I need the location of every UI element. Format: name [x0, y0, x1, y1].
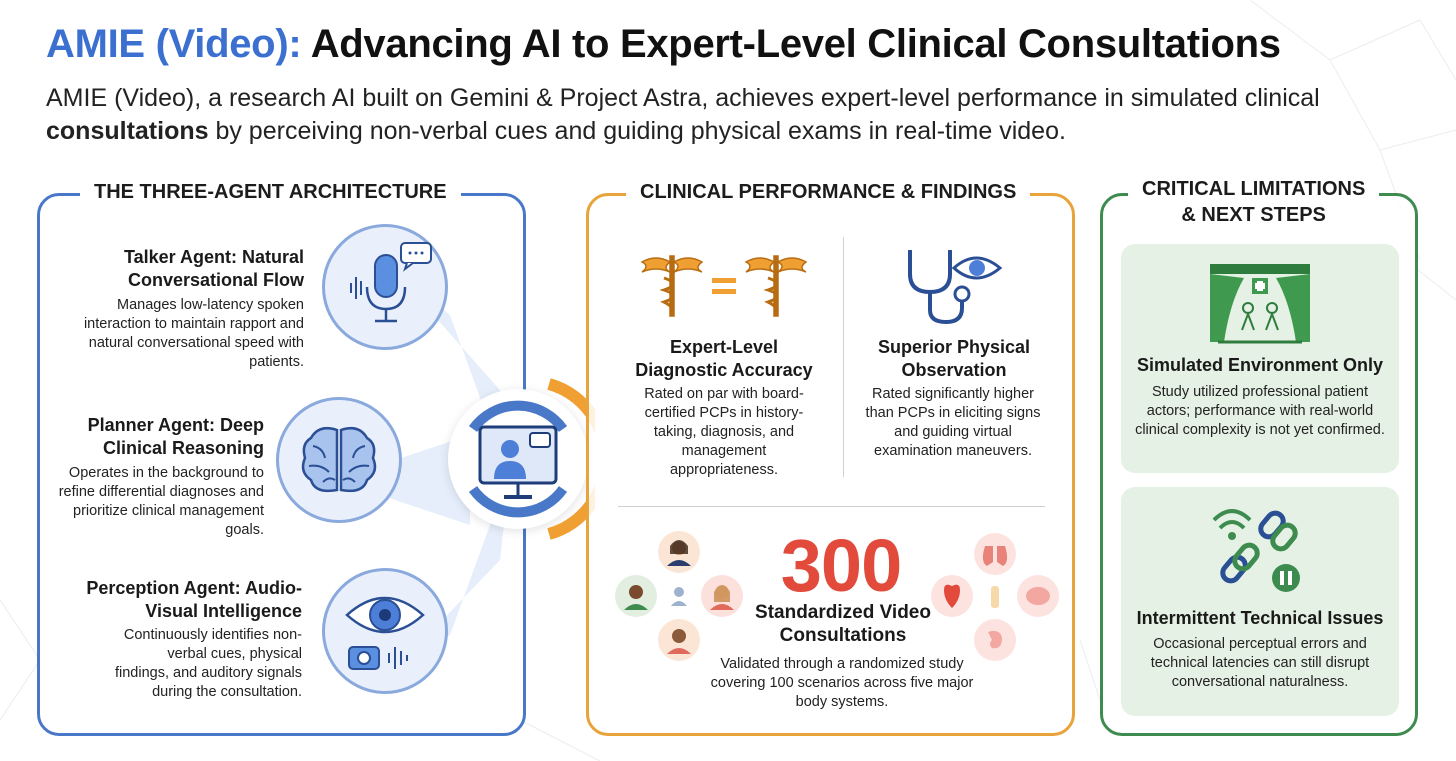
subtitle-bold: consultations [46, 117, 209, 145]
section-divider-horizontal [618, 506, 1045, 507]
microphone-icon [350, 242, 432, 323]
diagnostic-desc: Rated on par with board-certified PCPs i… [644, 386, 804, 478]
perception-agent-title: Perception Agent: Audio-Visual Intellige… [86, 578, 302, 621]
study-desc: Validated through a randomized study cov… [710, 656, 974, 710]
perception-agent-circle [322, 568, 448, 694]
eye-camera-icon [345, 596, 425, 670]
stethoscope-eye-icon [908, 250, 1003, 325]
subtitle-part2: by perceiving non-verbal cues and guidin… [208, 117, 1066, 145]
planner-agent-circle [276, 397, 402, 523]
technical-title: Intermittent Technical Issues [1136, 608, 1384, 628]
architecture-heading: THE THREE-AGENT ARCHITECTURE [80, 181, 461, 204]
brain-icon [301, 427, 377, 493]
physical-desc: Rated significantly higher than PCPs in … [865, 386, 1041, 459]
title-main: Advancing AI to Expert-Level Clinical Co… [310, 22, 1281, 66]
page-title: AMIE (Video): Advancing AI to Expert-Lev… [46, 22, 1281, 67]
patients-group-icon [615, 531, 743, 661]
diagnostic-title: Expert-Level Diagnostic Accuracy [635, 337, 813, 380]
central-hub [448, 389, 588, 529]
orange-hub-arc [547, 378, 595, 540]
limitations-heading: CRITICAL LIMITATIONS & NEXT STEPS [1128, 176, 1380, 228]
subtitle-part1: AMIE (Video), a research AI built on Gem… [46, 84, 1320, 112]
simulated-title: Simulated Environment Only [1136, 355, 1384, 375]
technical-desc: Occasional perceptual errors and technic… [1150, 636, 1370, 690]
page-subtitle: AMIE (Video), a research AI built on Gem… [46, 82, 1406, 148]
title-accent: AMIE (Video): [46, 22, 302, 66]
planner-agent-title: Planner Agent: Deep Clinical Reasoning [87, 415, 264, 458]
talker-agent-desc: Manages low-latency spoken interaction t… [83, 297, 304, 370]
section-divider-vertical [843, 237, 844, 477]
consultation-count: 300 [780, 524, 902, 607]
theater-stage-icon [1210, 264, 1310, 344]
planner-agent-desc: Operates in the background to refine dif… [58, 465, 264, 538]
talker-agent-title: Talker Agent: Natural Conversational Flo… [123, 247, 304, 290]
agent-connector-beams [380, 255, 510, 685]
video-monitor-icon [468, 400, 568, 518]
broken-link-icon [1212, 509, 1300, 592]
simulated-desc: Study utilized professional patient acto… [1135, 384, 1385, 438]
study-title: Standardized Video Consultations [755, 602, 931, 646]
physical-title: Superior Physical Observation [877, 337, 1031, 380]
caduceus-equal-icon [640, 255, 808, 317]
talker-agent-circle [322, 224, 448, 350]
body-systems-icon [931, 533, 1059, 661]
perception-agent-desc: Continuously identifies non-verbal cues,… [114, 627, 302, 700]
performance-heading: CLINICAL PERFORMANCE & FINDINGS [626, 181, 1031, 204]
